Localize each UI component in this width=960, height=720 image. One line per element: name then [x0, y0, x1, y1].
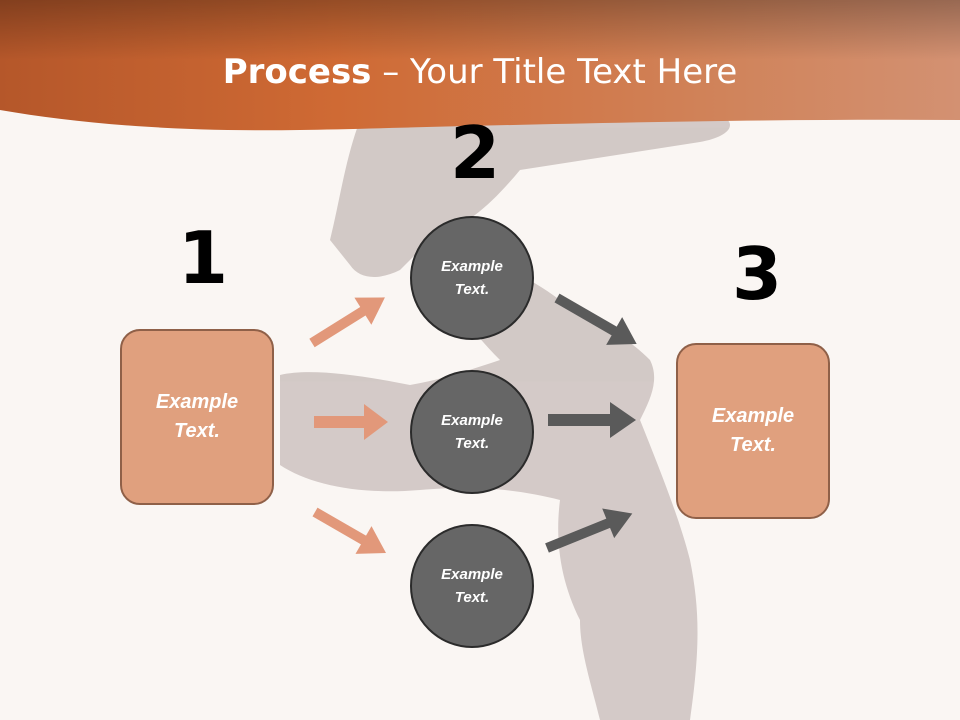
arrow-top-to-3 — [554, 293, 637, 345]
arrow-1-to-middle — [314, 404, 388, 440]
arrow-bottom-to-3 — [545, 508, 633, 553]
arrow-1-to-bottom — [312, 507, 387, 554]
step-2-circle-middle: Example Text. — [410, 370, 534, 494]
circle-top-text: Example Text. — [441, 258, 503, 298]
step-number-2: 2 — [450, 111, 501, 195]
step-3-box-text: Example Text. — [711, 405, 795, 456]
title-rest: – Your Title Text Here — [371, 52, 738, 92]
arrows — [309, 293, 637, 554]
title-bold: Process — [222, 52, 372, 92]
arrow-middle-to-3 — [548, 402, 636, 438]
step-2-circle-top: Example Text. — [410, 216, 534, 340]
circle-middle-text: Example Text. — [441, 412, 503, 452]
step-1-box: Example Text. — [120, 329, 274, 505]
circle-bottom-text: Example Text. — [441, 566, 503, 606]
step-3-box: Example Text. — [676, 343, 830, 519]
step-number-3: 3 — [732, 232, 783, 316]
step-1-box-text: Example Text. — [155, 391, 239, 442]
arrow-1-to-top — [309, 297, 385, 348]
step-2-circle-bottom: Example Text. — [410, 524, 534, 648]
step-number-1: 1 — [178, 216, 229, 300]
slide-title: Process – Your Title Text Here — [0, 52, 960, 92]
